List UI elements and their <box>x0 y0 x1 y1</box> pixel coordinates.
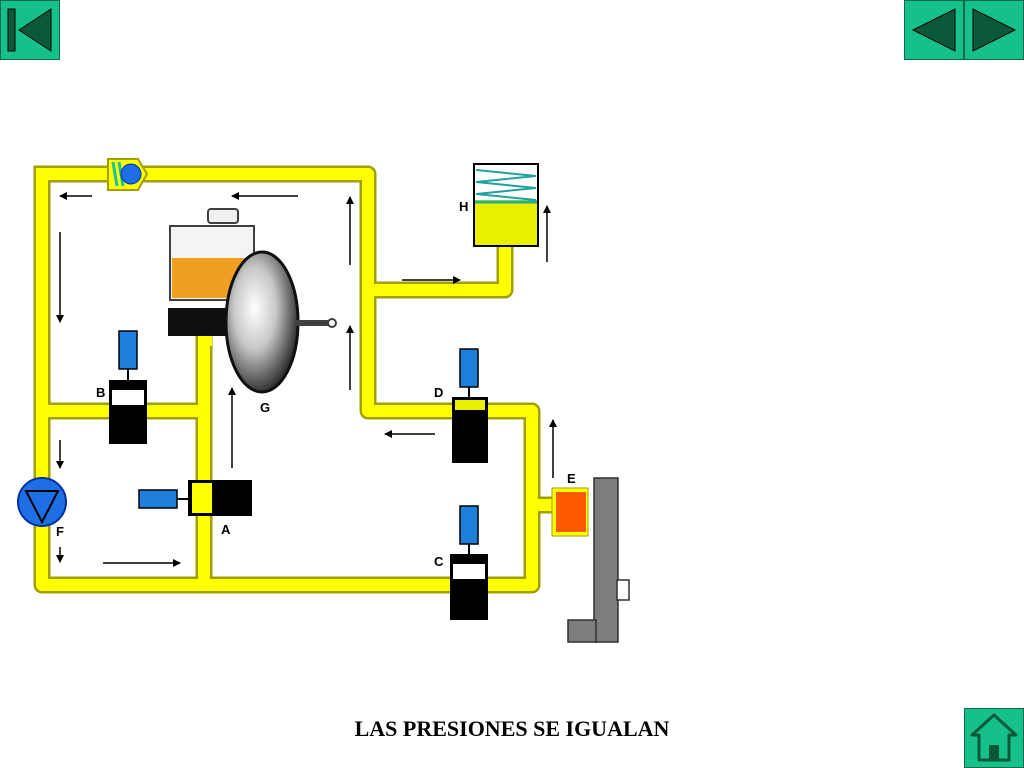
valve-actuator-icon <box>138 489 178 509</box>
label-c: C <box>434 554 444 569</box>
label-f: F <box>56 524 64 539</box>
label-h: H <box>459 199 468 214</box>
next-triangle-icon <box>972 8 1017 52</box>
valve-a <box>138 480 252 516</box>
valve-actuator-icon <box>118 330 138 370</box>
label-e: E <box>567 471 576 486</box>
label-a: A <box>221 522 231 537</box>
valve-d <box>452 348 488 463</box>
check-valve <box>107 158 149 191</box>
valve-actuator-icon <box>459 505 479 545</box>
label-d: D <box>434 385 443 400</box>
brake-disc <box>567 477 630 643</box>
slide-caption: LAS PRESIONES SE IGUALAN <box>354 716 670 741</box>
next-slide-button[interactable] <box>964 0 1024 60</box>
skip-to-first-icon <box>7 8 52 52</box>
accumulator-h <box>473 163 539 247</box>
master-cylinder-booster-g <box>168 208 337 394</box>
component-labels: B D A C E F G H <box>56 199 576 569</box>
previous-triangle-icon <box>911 8 956 52</box>
label-g: G <box>260 400 270 415</box>
pump-f <box>17 477 67 527</box>
valve-actuator-icon <box>459 348 479 388</box>
flow-arrows <box>56 192 557 567</box>
first-slide-button[interactable] <box>0 0 60 60</box>
brake-booster-icon <box>224 250 300 394</box>
valve-b <box>109 330 147 444</box>
home-button[interactable] <box>964 708 1024 768</box>
label-b: B <box>96 385 105 400</box>
spring-icon <box>475 169 537 201</box>
home-house-icon <box>970 713 1018 762</box>
pump-triangle-icon <box>24 490 60 525</box>
valve-c <box>450 505 488 620</box>
previous-slide-button[interactable] <box>904 0 964 60</box>
brake-caliper-e <box>551 487 589 537</box>
brake-hydraulic-diagram: B D A C E F G H <box>17 158 630 643</box>
